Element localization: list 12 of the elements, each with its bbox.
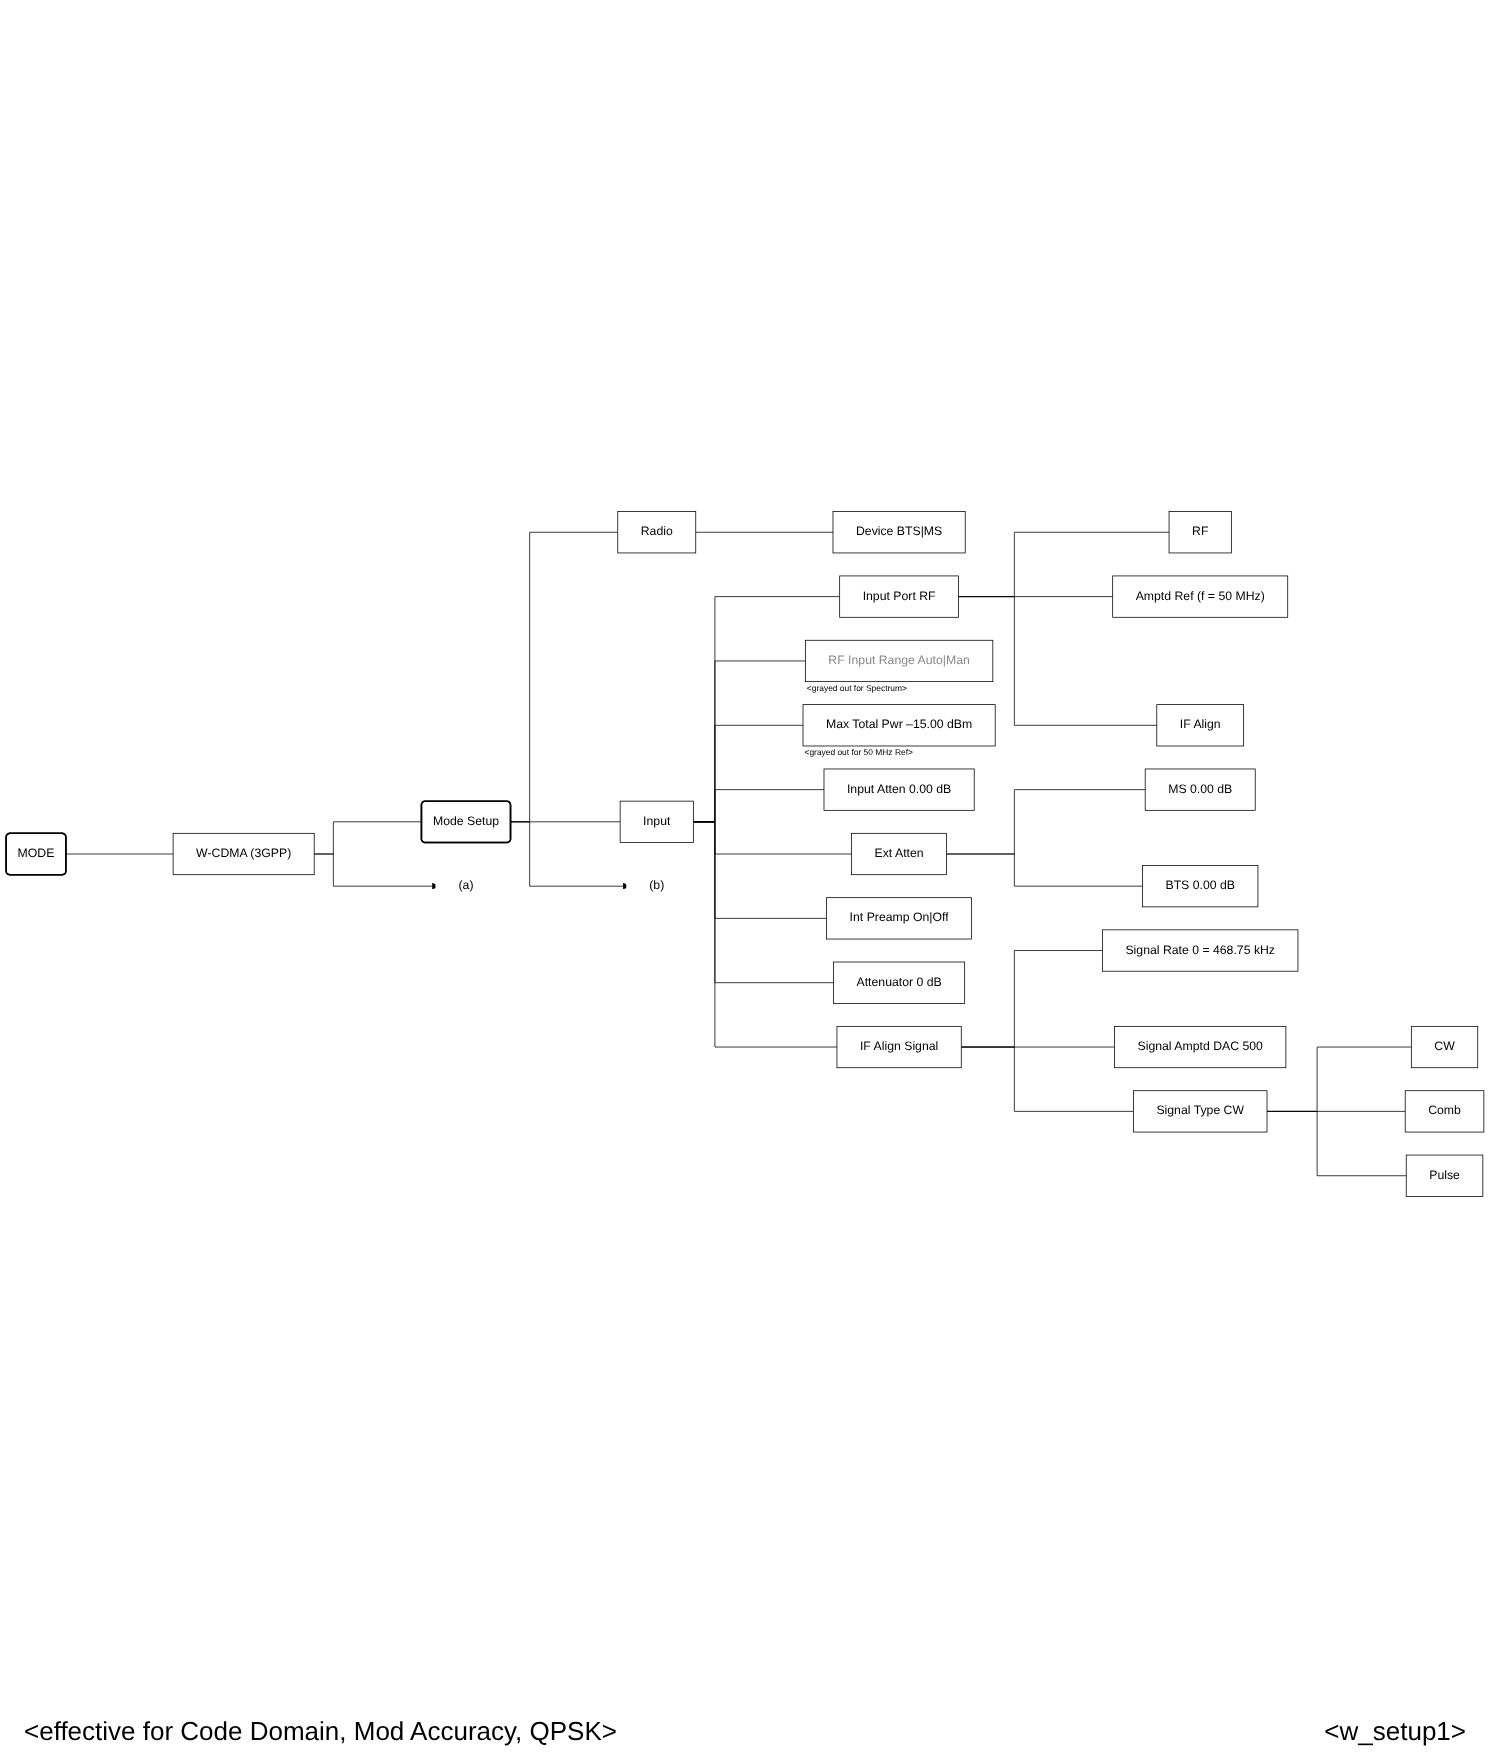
connector — [510, 531, 619, 823]
note-text: <effective for Code Domain, Mod Accuracy, QPSK> — [24, 1716, 617, 1746]
connector — [958, 596, 1158, 726]
connector — [313, 821, 422, 855]
connector — [1266, 1111, 1407, 1177]
connector — [65, 853, 174, 855]
connector — [960, 1046, 1134, 1112]
connector — [946, 853, 1143, 887]
note-text: <w_setup1> — [1324, 1716, 1466, 1746]
connector — [693, 821, 838, 1048]
connector — [695, 531, 834, 533]
connector — [510, 821, 621, 823]
